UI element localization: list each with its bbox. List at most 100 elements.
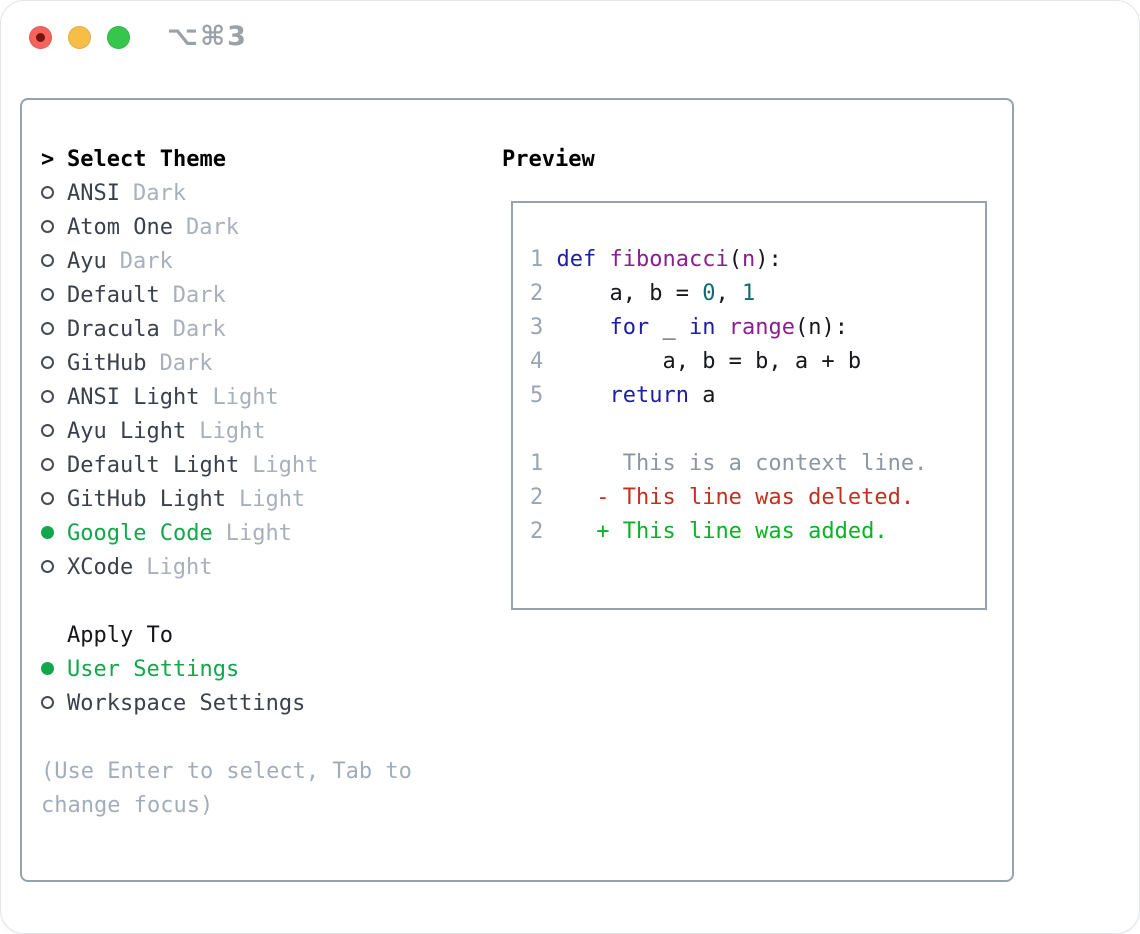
variant-tag: Light xyxy=(225,521,292,546)
radio-circle xyxy=(41,526,54,539)
code-token-pln: a, b = b, a + b xyxy=(556,349,862,374)
radio-icon xyxy=(41,347,67,381)
select-theme-header: > Select Theme xyxy=(41,143,455,177)
variant-tag: Dark xyxy=(185,215,239,240)
option-label: ANSI Light xyxy=(67,385,200,410)
code-token-pln: a xyxy=(688,383,716,408)
close-dot-icon xyxy=(36,33,45,42)
theme-option-default-light[interactable]: Default Light Light xyxy=(41,449,455,483)
option-label: Google Code xyxy=(67,521,213,546)
radio-icon xyxy=(41,211,67,245)
code-line: 3 for _ in range(n): xyxy=(530,311,985,345)
code-token-ln: 4 xyxy=(530,349,557,374)
variant-tag: Dark xyxy=(119,249,173,274)
theme-option-google-code[interactable]: Google Code Light xyxy=(41,517,455,551)
theme-option-ansi-light[interactable]: ANSI Light Light xyxy=(41,381,455,415)
radio-circle xyxy=(41,220,54,233)
code-line: 1 This is a context line. xyxy=(530,447,985,481)
option-label: GitHub xyxy=(67,351,147,376)
theme-option-ayu-light[interactable]: Ayu Light Light xyxy=(41,415,455,449)
code-token-lit: 0 xyxy=(702,281,716,306)
radio-circle xyxy=(41,696,54,709)
option-label: ANSI xyxy=(67,181,120,206)
code-token-ln: 3 xyxy=(530,315,557,340)
code-token-pln: ): xyxy=(755,247,782,272)
variant-tag: Dark xyxy=(132,181,186,206)
radio-selected-icon xyxy=(41,653,67,687)
code-token-pln xyxy=(715,315,728,340)
window-title: ⌥⌘3 xyxy=(167,21,248,52)
theme-option-github-light[interactable]: GitHub Light Light xyxy=(41,483,455,517)
variant-tag: Light xyxy=(252,453,319,478)
variant-tag: Light xyxy=(238,487,306,512)
radio-icon xyxy=(41,177,67,211)
radio-circle xyxy=(41,254,54,267)
variant-tag: Dark xyxy=(159,351,213,376)
radio-circle xyxy=(41,560,54,573)
option-label: XCode xyxy=(67,555,134,580)
code-token-fn: fibonacci xyxy=(609,247,729,272)
apply-option-user-settings[interactable]: User Settings xyxy=(41,653,455,687)
option-label: Dracula xyxy=(67,317,160,342)
radio-circle xyxy=(41,662,54,675)
theme-option-ayu[interactable]: Ayu Dark xyxy=(41,245,455,279)
code-token-add: + This line was added. xyxy=(556,519,888,544)
keyboard-hint: (Use Enter to select, Tab to change focu… xyxy=(41,759,412,818)
code-token-ln: 2 xyxy=(530,281,557,306)
code-token-del: - This line was deleted. xyxy=(556,485,915,510)
code-line: 2 + This line was added. xyxy=(530,515,985,549)
zoom-button[interactable] xyxy=(107,26,130,49)
code-line: 4 a, b = b, a + b xyxy=(530,345,985,379)
code-token-fn: range xyxy=(728,315,795,340)
option-label: Default Light xyxy=(67,453,240,478)
code-token-ln: 5 xyxy=(530,383,557,408)
theme-option-dracula[interactable]: Dracula Dark xyxy=(41,313,455,347)
code-token-pln: , xyxy=(715,281,742,306)
code-token-pln xyxy=(557,383,610,408)
radio-icon xyxy=(41,313,67,347)
option-label: Workspace Settings xyxy=(67,691,306,716)
radio-selected-icon xyxy=(41,517,67,551)
theme-option-github[interactable]: GitHub Dark xyxy=(41,347,455,381)
spacer xyxy=(41,585,455,619)
radio-circle xyxy=(41,356,54,369)
code-token-ln: 1 xyxy=(530,247,557,272)
traffic-lights xyxy=(29,26,130,49)
code-token-pln xyxy=(596,247,609,272)
code-token-pln xyxy=(557,315,610,340)
option-label: Ayu Light xyxy=(67,419,187,444)
code-token-ln: 2 xyxy=(530,485,557,510)
variant-tag: Dark xyxy=(172,283,226,308)
code-token-kw: return xyxy=(609,383,689,408)
minimize-button[interactable] xyxy=(68,26,91,49)
variant-tag: Light xyxy=(212,385,279,410)
apply-option-workspace-settings[interactable]: Workspace Settings xyxy=(41,687,455,721)
variant-tag: Light xyxy=(199,419,266,444)
code-token-ln: 2 xyxy=(530,519,557,544)
close-button[interactable] xyxy=(29,26,52,49)
focus-caret-icon: > xyxy=(41,147,55,172)
select-theme-label: Select Theme xyxy=(67,147,226,172)
variant-tag: Dark xyxy=(172,317,226,342)
option-label: GitHub Light xyxy=(67,487,226,512)
option-label: User Settings xyxy=(67,657,240,682)
code-token-pln: ( xyxy=(728,247,742,272)
radio-icon xyxy=(41,245,67,279)
code-token-fn: n xyxy=(741,247,756,272)
radio-circle xyxy=(41,390,54,403)
radio-icon xyxy=(41,483,67,517)
option-label: Ayu xyxy=(67,249,107,274)
code-line: 1 def fibonacci(n): xyxy=(530,243,985,277)
code-line: 2 a, b = 0, 1 xyxy=(530,277,985,311)
apply-to-label: Apply To xyxy=(67,623,173,648)
theme-option-ansi[interactable]: ANSI Dark xyxy=(41,177,455,211)
code-line: 2 - This line was deleted. xyxy=(530,481,985,515)
radio-circle xyxy=(41,186,54,199)
code-token-pln: _ xyxy=(649,315,689,340)
preview-label: Preview xyxy=(502,147,595,172)
